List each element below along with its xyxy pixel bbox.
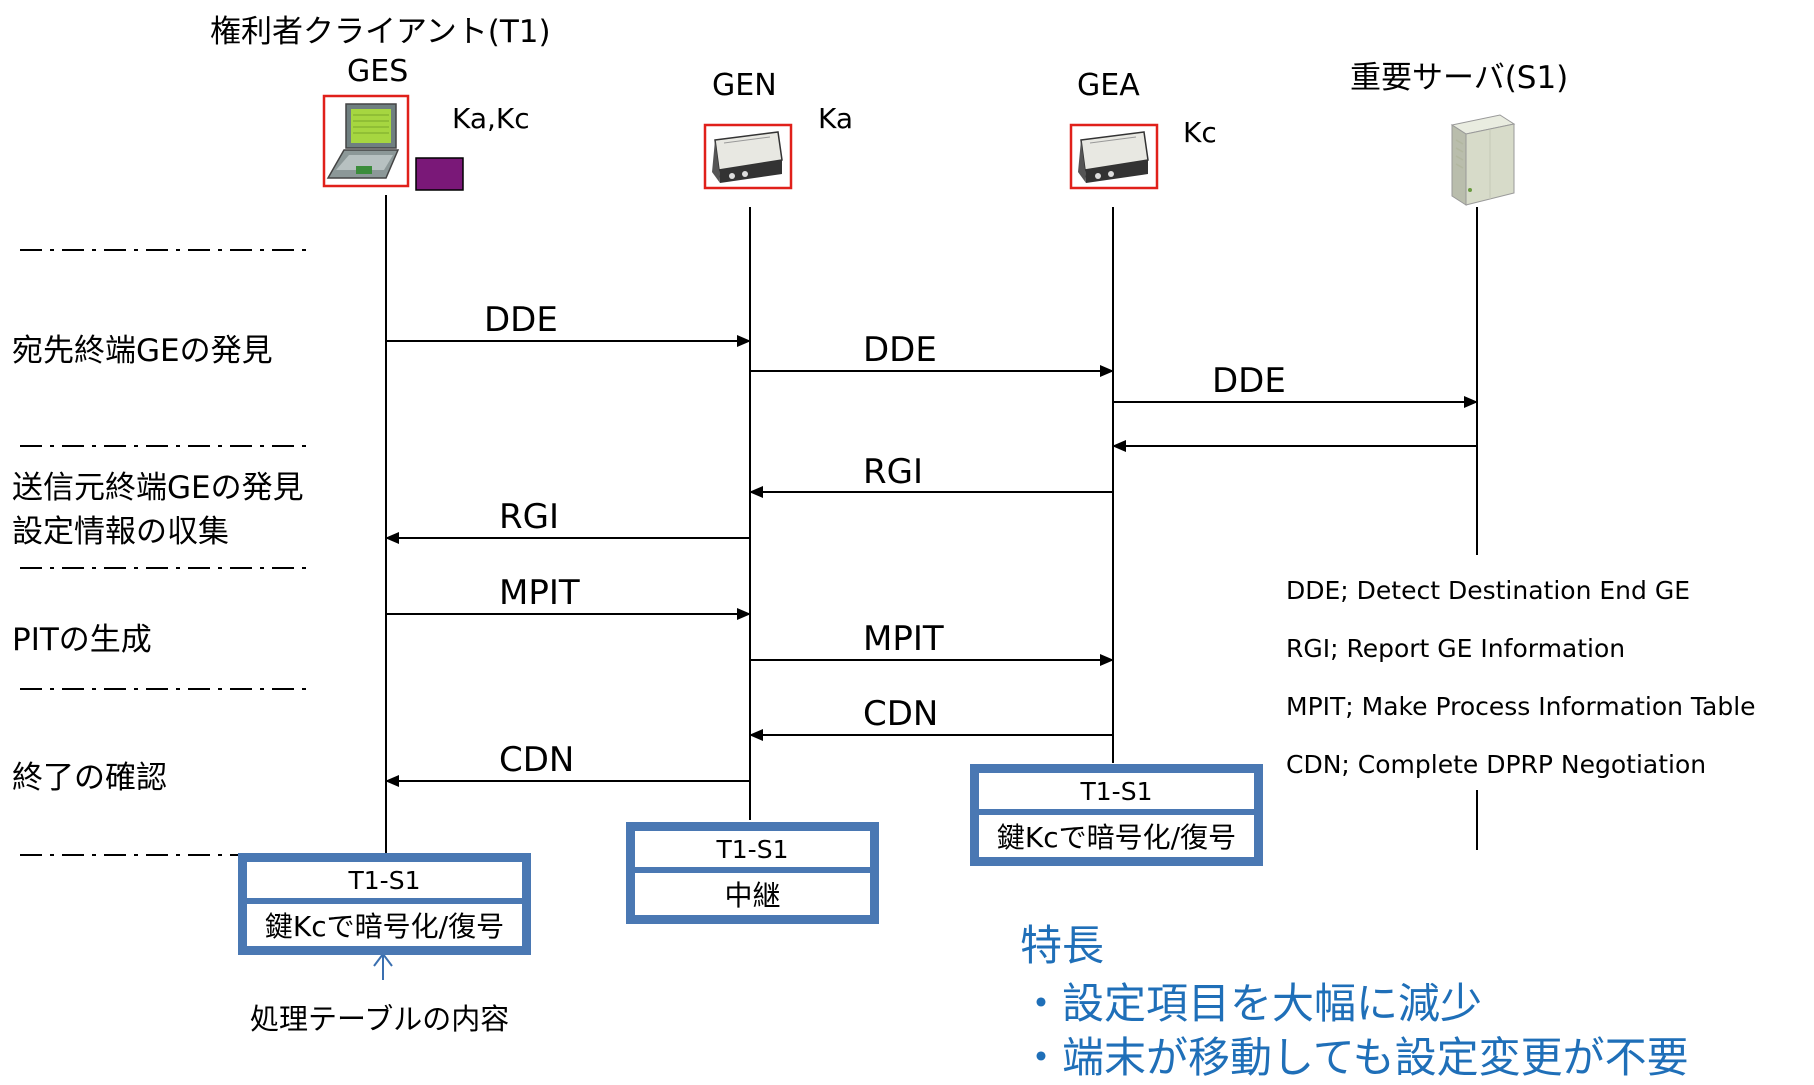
phase-pit-generation: PITの生成 (12, 622, 152, 658)
node-label-gea: GEA (1077, 68, 1140, 103)
msg-label-mpit-2: MPIT (863, 619, 944, 659)
legend-mpit: MPIT; Make Process Information Table (1286, 692, 1756, 721)
process-table-gea: T1-S1 鍵Kcで暗号化/復号 (970, 764, 1263, 866)
features-heading: 特長 (1020, 921, 1105, 970)
process-table-gen: T1-S1 中継 (626, 822, 879, 924)
node-label-gen: GEN (712, 68, 777, 103)
table-row-action: 鍵Kcで暗号化/復号 (979, 815, 1254, 857)
table-row-action: 中継 (635, 873, 870, 915)
msg-label-cdn-2: CDN (499, 740, 575, 780)
msg-label-dde-1: DDE (484, 300, 558, 340)
table-row-id: T1-S1 (979, 773, 1254, 809)
gateway-device-icon-gea (1069, 123, 1159, 190)
msg-label-rgi-1: RGI (863, 452, 923, 492)
legend-dde: DDE; Detect Destination End GE (1286, 576, 1691, 605)
table-row-action: 鍵Kcで暗号化/復号 (247, 904, 522, 946)
feature-item-1: ・設定項目を大幅に減少 (1020, 979, 1483, 1028)
msg-label-dde-3: DDE (1212, 361, 1286, 401)
table-note: 処理テーブルの内容 (250, 1002, 510, 1036)
phase-discover-destination: 宛先終端GEの発見 (12, 333, 273, 369)
phase-confirm-completion: 終了の確認 (12, 760, 167, 796)
purple-chip-icon (415, 157, 464, 191)
legend-rgi: RGI; Report GE Information (1286, 634, 1626, 663)
key-label-ges: Ka,Kc (452, 102, 530, 135)
msg-label-mpit-1: MPIT (499, 573, 580, 613)
server-icon (1450, 114, 1516, 206)
server-title: 重要サーバ(S1) (1350, 60, 1569, 96)
key-label-gen: Ka (818, 102, 854, 135)
node-label-ges: GES (347, 54, 409, 89)
phase-collect-settings: 設定情報の収集 (12, 514, 229, 550)
table-row-id: T1-S1 (247, 862, 522, 898)
key-label-gea: Kc (1183, 116, 1217, 149)
laptop-icon (322, 94, 410, 188)
msg-label-rgi-2: RGI (499, 497, 559, 537)
process-table-ges: T1-S1 鍵Kcで暗号化/復号 (238, 853, 531, 955)
note-pointer-arrow (373, 952, 393, 980)
client-title: 権利者クライアント(T1) (210, 14, 551, 50)
phase-discover-source: 送信元終端GEの発見 (12, 470, 304, 506)
lifelines (385, 195, 1478, 860)
msg-label-cdn-1: CDN (863, 694, 939, 734)
feature-item-2: ・端末が移動しても設定変更が不要 (1020, 1033, 1689, 1082)
legend-cdn: CDN; Complete DPRP Negotiation (1286, 750, 1707, 779)
table-row-id: T1-S1 (635, 831, 870, 867)
msg-label-dde-2: DDE (863, 330, 937, 370)
phase-separators (20, 249, 310, 856)
sequence-diagram (20, 94, 1516, 980)
gateway-device-icon-gen (703, 123, 793, 190)
